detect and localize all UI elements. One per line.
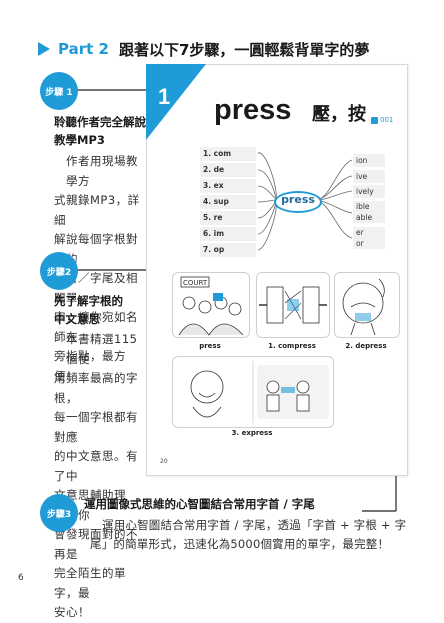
section-title: 跟著以下7步驟，一圓輕鬆背單字的夢 — [118, 40, 370, 59]
prefix-item: 5. re — [200, 211, 256, 225]
section-header: Part 2 跟著以下7步驟，一圓輕鬆背單字的夢 — [38, 36, 369, 62]
step2-body-line: 用頻率最高的字根， — [54, 371, 138, 405]
step1-body-line: 字，讓你宛如名師在 — [54, 310, 138, 344]
depress-illustration — [342, 278, 385, 336]
prefix-item: 7. op — [200, 243, 256, 257]
step2-body-line: 的中文意思。有了中 — [54, 449, 138, 483]
suffix-item: ion — [353, 154, 385, 167]
root-meaning: 壓，按 — [312, 104, 366, 125]
step2-body-line: 完全陌生的單字，最 — [54, 566, 126, 600]
step2-body: 本書精選115個使 用頻率最高的字根， 每一個字根都有對應 的中文意思。有了中 … — [54, 330, 144, 623]
audio-icon — [371, 116, 378, 124]
step2-body-line: 安心！ — [54, 605, 90, 619]
step3-body: 運用心智圖結合常用字首 / 字尾，透過「字首 + 字根 + 字尾」的簡單形式，迅… — [90, 518, 407, 551]
suffix-line: er — [356, 228, 364, 237]
caption-express: 3. express — [231, 429, 273, 437]
suffix-item: er or — [353, 227, 385, 249]
suffix-item: ive — [353, 170, 385, 183]
prefix-item: 1. com — [200, 147, 256, 161]
corner-number-tab — [146, 64, 206, 140]
audio-track-number: 001 — [380, 116, 394, 124]
step1-body-line: 旁指點，最方便！ — [54, 349, 126, 383]
caption-press: press — [199, 342, 221, 350]
suffix-item: ible able — [353, 201, 385, 223]
step1-title-line: 聆聽作者完全解說 — [54, 115, 146, 129]
step1-title: 聆聽作者完全解說 教學MP3 — [54, 113, 146, 149]
express-illustration — [190, 361, 329, 423]
courtroom-illustration: COURT — [178, 276, 244, 336]
root-center-label: press — [281, 193, 315, 206]
step2-title-line: 中文意思 — [54, 312, 100, 326]
step1-title-line: 教學MP3 — [54, 133, 105, 147]
illustration-depress — [334, 272, 400, 338]
root-word: press — [214, 94, 292, 126]
prefix-item: 3. ex — [200, 179, 256, 193]
root-number: 1 — [158, 84, 171, 109]
compress-illustration — [259, 286, 327, 324]
step2-title-line: 先了解字根的 — [54, 294, 123, 308]
prefix-item: 2. de — [200, 163, 256, 177]
step1-body-line: 作者用現場教學方 — [66, 154, 138, 188]
play-triangle-icon — [38, 42, 50, 56]
illustration-compress — [256, 272, 330, 338]
step2-body-line: 本書精選115個使 — [66, 332, 138, 366]
preview-page-number: 20 — [160, 458, 168, 465]
step1-body-line: 式親錄MP3，詳細 — [54, 193, 140, 227]
step3-title: 運用圖像式思維的心智圖結合常用字首 / 字尾 — [84, 497, 315, 511]
step3-badge: 步驟3 — [40, 494, 78, 532]
root-oval — [274, 191, 322, 213]
caption-compress: 1. compress — [268, 342, 316, 350]
part-label: Part 2 — [58, 40, 109, 58]
suffix-line: or — [356, 239, 364, 248]
step2-body-line: 每一個字根都有對應 — [54, 410, 138, 444]
caption-depress: 2. depress — [345, 342, 387, 350]
step2-title: 先了解字根的 中文意思 — [54, 292, 123, 328]
audio-track: 001 — [371, 116, 393, 124]
prefix-item: 4. sup — [200, 195, 256, 209]
illustration-press: COURT — [172, 272, 250, 338]
page-number: 6 — [18, 573, 24, 583]
prefix-item: 6. im — [200, 227, 256, 241]
court-sign-text: COURT — [183, 279, 208, 287]
suffix-item: ively — [353, 185, 385, 198]
step1-badge: 步驟 1 — [40, 72, 78, 110]
suffix-line: able — [356, 213, 373, 222]
step2-body-line: 會發現面對的不再是 — [54, 527, 138, 561]
suffix-line: ible — [356, 202, 370, 211]
illustration-express — [172, 356, 334, 428]
step2-badge: 步驟2 — [40, 252, 78, 290]
